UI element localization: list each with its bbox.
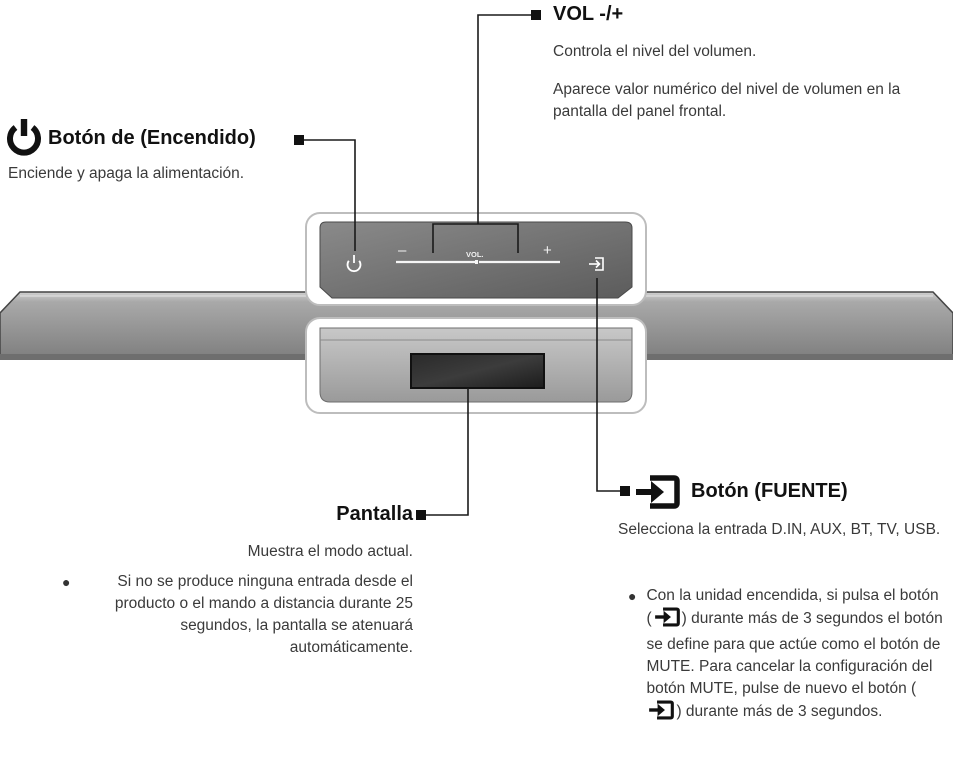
vol-desc-2: Aparece valor numérico del nivel de volu… bbox=[553, 81, 901, 120]
control-panel bbox=[305, 212, 647, 306]
panel-power-icon[interactable] bbox=[346, 255, 362, 273]
source-bullet-part2: ) durante más de 3 segundos el botón se … bbox=[646, 610, 943, 697]
source-bullet-item: ● Con la unidad encendida, si pulsa el b… bbox=[628, 585, 946, 727]
vol-plus-label[interactable]: + bbox=[543, 242, 552, 259]
source-input-icon bbox=[654, 607, 680, 634]
source-input-icon bbox=[634, 475, 680, 514]
pantalla-bullet-text: Si no se produce ninguna entrada desde e… bbox=[114, 573, 413, 656]
power-title: Botón de (Encendido) bbox=[48, 127, 256, 149]
source-title: Botón (FUENTE) bbox=[691, 480, 848, 502]
vol-minus-label[interactable]: – bbox=[398, 242, 407, 259]
panel-source-icon[interactable] bbox=[589, 257, 604, 271]
bullet-dot: ● bbox=[628, 588, 637, 604]
bullet-dot: ● bbox=[62, 574, 71, 590]
source-bullet-part1: Con la unidad encendida, si pulsa el bot… bbox=[646, 587, 939, 627]
power-icon bbox=[6, 118, 42, 161]
power-desc: Enciende y apaga la alimentación. bbox=[8, 165, 245, 182]
leader-endpoints bbox=[294, 10, 630, 520]
source-bullet-text: Con la unidad encendida, si pulsa el bot… bbox=[646, 585, 946, 727]
pantalla-title: Pantalla bbox=[336, 503, 413, 525]
pantalla-bullet-item: ● Si no se produce ninguna entrada desde… bbox=[62, 571, 413, 659]
vol-label: VOL. bbox=[466, 250, 484, 259]
source-desc: Selecciona la entrada D.IN, AUX, BT, TV,… bbox=[618, 521, 941, 538]
vol-title: VOL -/+ bbox=[553, 3, 624, 25]
front-display bbox=[410, 353, 545, 389]
pantalla-desc: Muestra el modo actual. bbox=[247, 543, 413, 560]
source-bullet-part3: ) durante más de 3 segundos. bbox=[676, 703, 883, 720]
source-input-icon bbox=[648, 700, 675, 727]
leader-lines bbox=[300, 14, 622, 516]
vol-desc-1: Controla el nivel del volumen. bbox=[553, 43, 757, 60]
